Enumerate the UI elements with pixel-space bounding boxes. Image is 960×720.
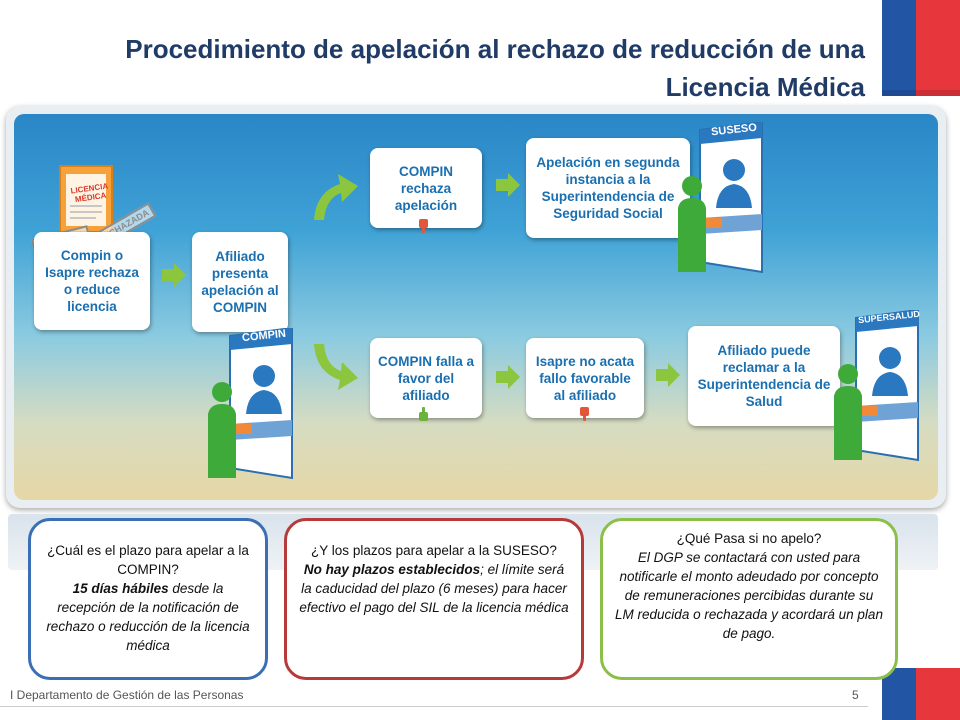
green-arrow-icon (496, 173, 520, 197)
curved-arrow-up-icon (314, 174, 358, 220)
flow-compin-rejects-box: COMPIN rechaza apelación (370, 148, 482, 228)
suseso-counter-icon (678, 122, 763, 274)
faq-answer: 15 días hábiles desde la recepción de la… (43, 579, 253, 655)
footer-divider (0, 706, 868, 707)
chile-flag-top-decoration (882, 0, 960, 96)
flow-start-box: Compin o Isapre rechaza o reduce licenci… (34, 232, 150, 330)
green-arrow-icon (496, 365, 520, 389)
flow-isapre-box: Isapre no acata fallo favorable al afili… (526, 338, 644, 418)
faq-question: ¿Qué Pasa si no apelo? (676, 531, 822, 546)
faq-answer-rest: ; el límite será la caducidad del plazo … (299, 562, 569, 615)
faq-box-compin: ¿Cuál es el plazo para apelar a la COMPI… (28, 518, 268, 680)
flow-appeal-box: Afiliado presenta apelación al COMPIN (192, 232, 288, 332)
faq-question: ¿Cuál es el plazo para apelar a la COMPI… (47, 543, 249, 577)
medical-license-document-icon (59, 165, 113, 233)
faq-box-suseso: ¿Y los plazos para apelar a la SUSESO? N… (284, 518, 584, 680)
faq-answer-rest: desde la recepción de la notificación de… (46, 581, 250, 653)
chile-flag-bottom-decoration (882, 668, 960, 720)
compin-counter-icon (208, 328, 293, 480)
faq-answer: No hay plazos establecidos; el límite se… (299, 560, 569, 617)
flow-supersalud-box: Afiliado puede reclamar a la Superintend… (688, 326, 840, 426)
footer-department: I Departamento de Gestión de las Persona… (10, 688, 244, 702)
diagram-panel: LICENCIA MÉDICA REDUCIDA RECHAZADA Compi… (14, 114, 938, 500)
faq-question: ¿Y los plazos para apelar a la SUSESO? (311, 543, 557, 558)
thumbs-down-icon (577, 406, 593, 422)
thumbs-up-icon (416, 406, 432, 422)
green-arrow-icon (656, 363, 680, 387)
slide-title: Procedimiento de apelación al rechazo de… (125, 34, 865, 102)
page-number: 5 (852, 688, 859, 702)
green-arrow-icon (162, 263, 186, 287)
faq-answer-bold: 15 días hábiles (72, 581, 169, 596)
faq-answer: El DGP se contactará con usted para noti… (615, 550, 883, 641)
faq-answer-bold: No hay plazos establecidos (303, 562, 481, 577)
flow-compin-favors-box: COMPIN falla a favor del afiliado (370, 338, 482, 418)
thumbs-down-icon (416, 218, 432, 234)
curved-arrow-down-icon (314, 344, 358, 390)
faq-box-no-appeal: ¿Qué Pasa si no apelo? El DGP se contact… (600, 518, 898, 680)
supersalud-counter-icon (834, 310, 919, 462)
flow-suseso-appeal-box: Apelación en segunda instancia a la Supe… (526, 138, 690, 238)
